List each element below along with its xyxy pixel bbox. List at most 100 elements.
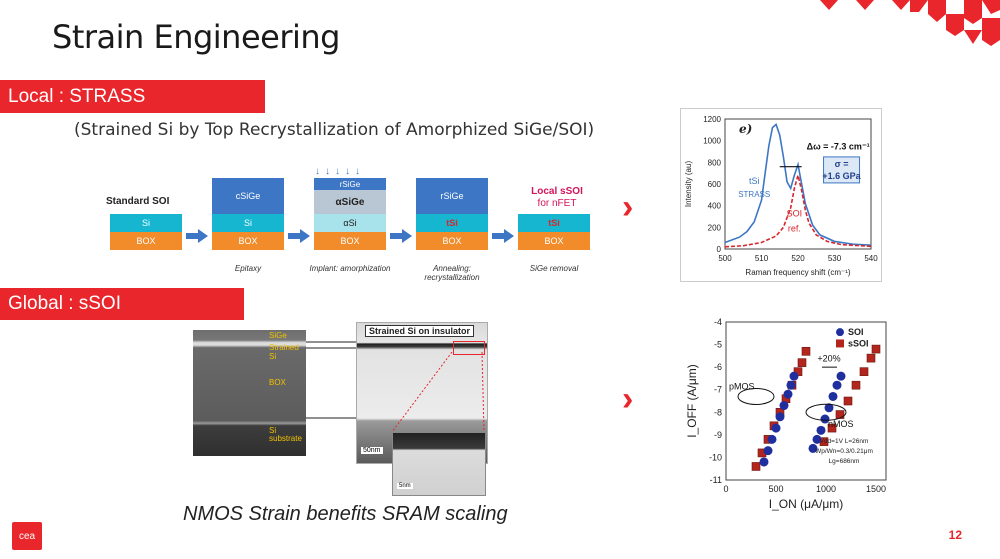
layer-box: BOX <box>212 232 284 250</box>
data-point-soi <box>779 401 789 411</box>
series-label-soi: SOI <box>787 209 803 219</box>
y-tick-label: -9 <box>714 430 722 440</box>
plot-frame <box>725 321 887 481</box>
chevron-right-icon: › <box>622 380 634 418</box>
pmos-ellipse <box>737 387 775 405</box>
y-tick-label: -10 <box>709 452 722 462</box>
data-point-soi <box>767 434 777 444</box>
series-label-tsi: tSi <box>749 176 760 186</box>
data-point-ssoi <box>843 396 853 406</box>
stack-epitaxy: cSiGe Si BOX <box>212 178 284 250</box>
condition-text: Lg=686nm <box>829 458 860 465</box>
label-sige: SiGe <box>269 331 287 340</box>
condition-text: Wp/Wn=0.3/0.21μm <box>815 448 873 455</box>
data-point-soi <box>820 414 830 424</box>
tem-image-left: SiGe Strained Si BOX Si substrate <box>193 330 306 456</box>
data-point-ssoi <box>835 410 845 419</box>
y-tick-label: 600 <box>708 180 722 189</box>
layer-asi: αSi <box>314 214 386 232</box>
series-label-strass: STRASS <box>738 190 770 199</box>
label-substrate: substrate <box>269 434 302 443</box>
zoom-lines <box>392 352 485 433</box>
layer-box: BOX <box>314 232 386 250</box>
y-tick-label: 800 <box>708 158 722 167</box>
nmos-label: nMOS <box>828 419 854 429</box>
layer-tsi: tSi <box>416 214 488 232</box>
series-label-ref: ref. <box>788 224 801 234</box>
annotation-gain: +20% <box>817 354 840 364</box>
x-tick-label: 500 <box>718 254 732 263</box>
legend-marker-soi <box>836 328 844 337</box>
label-box: BOX <box>269 378 286 387</box>
inset-title: Strained Si on insulator <box>365 325 475 337</box>
x-tick-label: 540 <box>864 254 878 263</box>
y-tick-label: -11 <box>710 475 722 485</box>
y-tick-label: 1000 <box>703 137 721 146</box>
layer-box: BOX <box>518 232 590 250</box>
zoom-box <box>453 341 485 355</box>
layer-rsige: rSiGe <box>314 178 386 190</box>
annotation-sigma-value: +1.6 GPa <box>822 171 861 181</box>
page-number: 12 <box>948 528 962 542</box>
layer-rsige: rSiGe <box>416 178 488 214</box>
data-point-soi <box>828 391 838 401</box>
stack-annealing: rSiGe tSi BOX <box>416 178 488 250</box>
y-axis-label: I_OFF (A/μm) <box>685 364 699 438</box>
series-line-tsi <box>724 123 872 247</box>
cea-logo: cea <box>12 522 42 550</box>
label-si: Si <box>269 426 277 435</box>
x-tick-label: 1500 <box>866 484 886 494</box>
plot-frame <box>724 118 872 250</box>
label-strained-si: Strained Si <box>269 343 299 361</box>
y-tick-label: 200 <box>708 223 722 232</box>
layer-box: BOX <box>110 232 182 250</box>
caption: NMOS Strain benefits SRAM scaling <box>183 503 508 525</box>
data-point-soi <box>832 380 842 390</box>
x-tick-label: 1000 <box>816 484 836 494</box>
tem-connector-lines <box>306 341 356 419</box>
local-ssoi-label: Local sSOI <box>531 186 583 197</box>
standard-soi-label: Standard SOI <box>106 196 170 207</box>
legend-label-ssoi: sSOI <box>848 338 869 348</box>
caption-sige-removal: SiGe removal <box>529 264 579 273</box>
caption-epitaxy: Epitaxy <box>234 264 262 273</box>
process-flow: Standard SOI Si BOX cSiGe Si BOX Epitaxy… <box>100 166 610 285</box>
x-tick-label: 530 <box>828 254 842 263</box>
data-point-soi <box>836 371 846 381</box>
global-banner: Global : sSOI <box>0 288 244 320</box>
y-tick-label: 1200 <box>703 115 721 124</box>
chevron-right-icon: › <box>622 188 634 226</box>
x-tick-label: 520 <box>791 254 805 263</box>
data-point-ssoi <box>866 353 876 363</box>
annotation-shift: Δω = -7.3 cm⁻¹ <box>807 141 870 151</box>
x-tick-label: 510 <box>755 254 769 263</box>
layer-tsi: tSi <box>518 214 590 232</box>
data-point-soi <box>808 443 818 453</box>
local-subtitle: (Strained Si by Top Recrystallization of… <box>74 120 595 140</box>
stack-standard-soi: Si BOX <box>110 214 182 250</box>
data-point-ssoi <box>871 344 881 354</box>
caption-annealing: Annealing: recrystallization <box>424 264 480 282</box>
y-tick-label: -6 <box>714 362 722 372</box>
data-point-ssoi <box>801 347 811 356</box>
x-axis-label: I_ON (μA/μm) <box>769 497 844 511</box>
page-title: Strain Engineering <box>52 18 340 56</box>
data-point-soi <box>775 412 785 422</box>
data-point-soi <box>816 425 826 435</box>
legend-marker-ssoi <box>836 339 844 348</box>
raman-chart: 500 510 520 530 540 0 200 400 600 800 1000 1200Rama… <box>680 108 882 282</box>
layer-si: Si <box>212 214 284 232</box>
pmos-label: pMOS <box>729 382 755 392</box>
y-tick-label: -8 <box>714 407 722 417</box>
x-axis-label: Raman frequency shift (cm⁻¹) <box>745 268 850 277</box>
panel-label: e) <box>739 122 752 136</box>
y-tick-label: 400 <box>708 202 722 211</box>
y-tick-label: -7 <box>714 385 722 395</box>
data-point-soi <box>824 403 834 413</box>
data-point-soi <box>771 423 781 433</box>
data-point-soi <box>789 371 799 381</box>
y-tick-label: 0 <box>717 245 722 254</box>
stack-implant: rSiGe αSiGe αSi BOX <box>314 178 386 250</box>
data-point-soi <box>783 389 793 399</box>
